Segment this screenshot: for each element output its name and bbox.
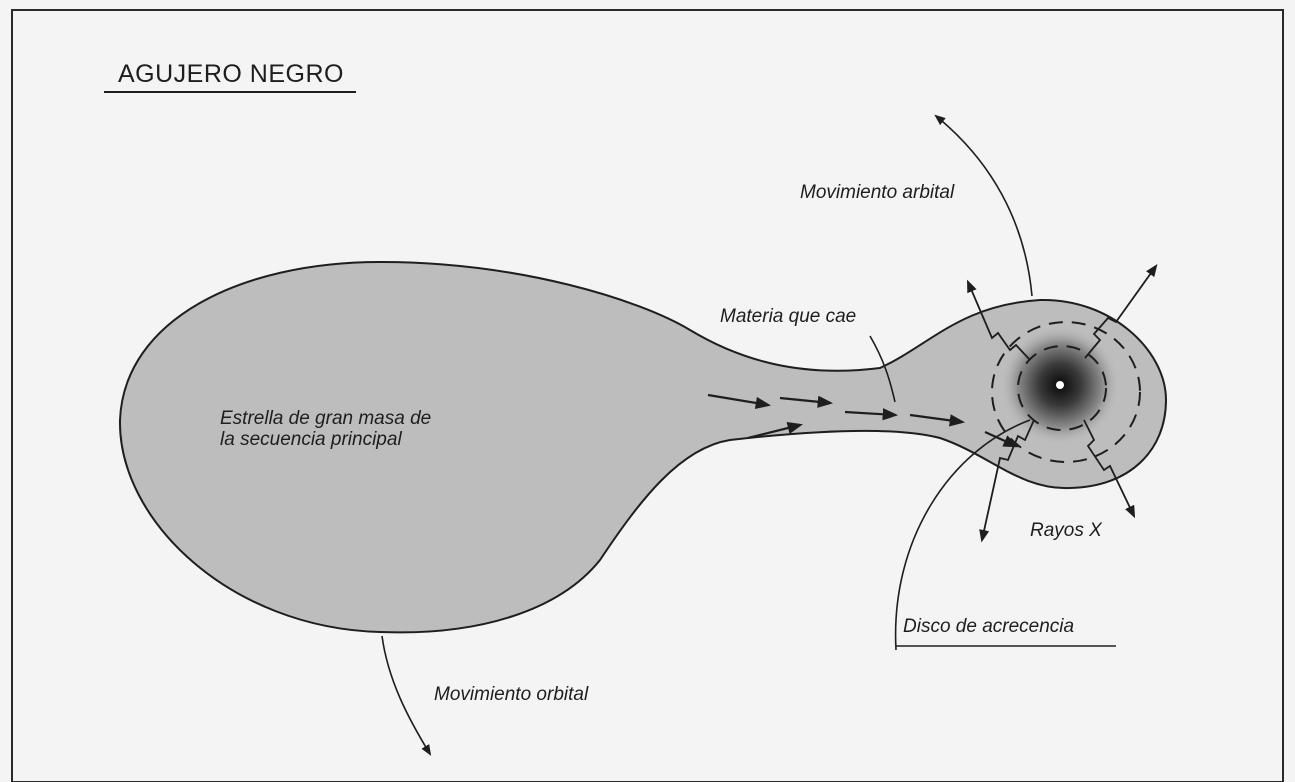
x-rays-label: Rayos X [1030,520,1102,542]
black-hole-core [1056,381,1064,389]
black-hole-orbital-motion-label: Movimiento arbital [800,182,954,204]
diagram-title: AGUJERO NEGRO [118,60,344,89]
falling-matter-label: Materia que cae [720,306,856,328]
star-orbit-arrow [382,636,430,754]
star-label-line-2: la secuencia principal [220,429,431,450]
star-orbital-motion-label: Movimiento orbital [434,684,588,706]
black-hole-orbit-arrow [936,116,1032,296]
star-label-line-1: Estrella de gran masa de [220,408,431,429]
star-label: Estrella de gran masa de la secuencia pr… [220,408,431,450]
accretion-disk-label: Disco de acrecencia [903,616,1074,638]
